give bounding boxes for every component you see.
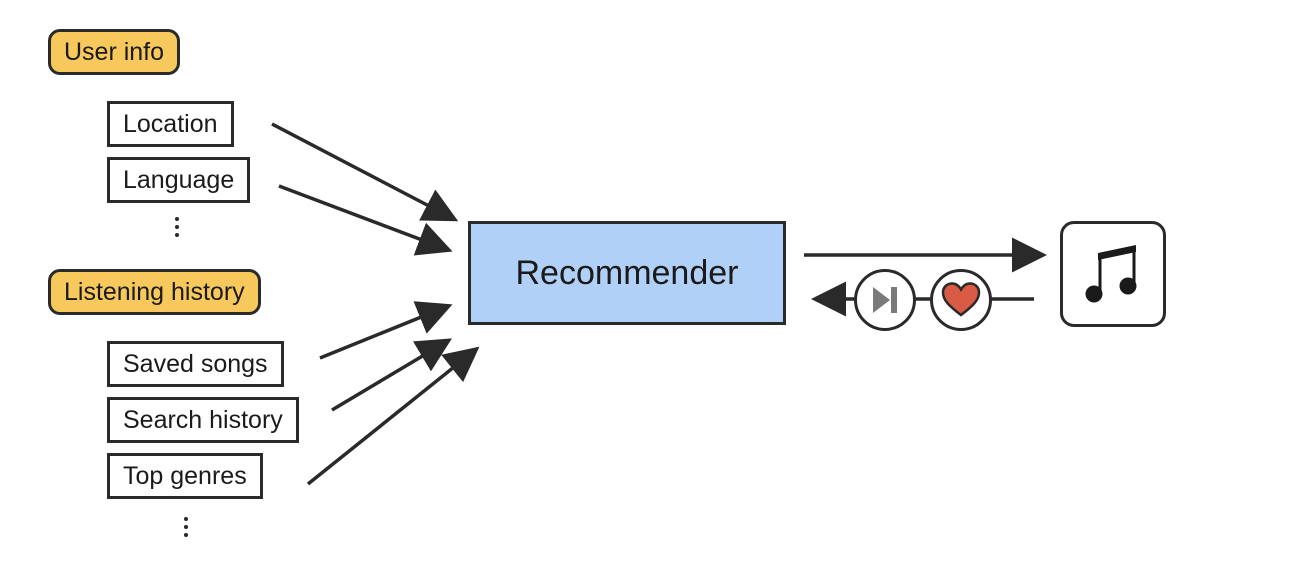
skip-icon	[873, 287, 897, 313]
language-box: Language	[107, 157, 251, 203]
listening-history-tag: Listening history	[48, 269, 261, 315]
arrow-search-history-to-recommender	[331, 338, 453, 412]
skip-feedback	[854, 269, 916, 331]
arrow-location-to-recommender	[271, 122, 459, 222]
recommended-song	[1060, 221, 1166, 327]
listening-history-more	[176, 517, 196, 541]
music-note-icon	[1085, 245, 1137, 303]
user-info-tag: User info	[48, 29, 181, 75]
like-feedback	[930, 269, 992, 331]
top-genres-box: Top genres	[107, 453, 263, 499]
arrow-top-genres-to-recommender	[306, 346, 480, 486]
location-box: Location	[107, 101, 234, 147]
arrow-saved-songs-to-recommender	[319, 301, 453, 360]
heart-icon	[941, 282, 981, 317]
recommender-label: Recommender	[515, 253, 739, 292]
search-history-box: Search history	[107, 397, 299, 443]
user-info-more	[167, 217, 187, 241]
arrow-language-to-recommender	[278, 184, 453, 256]
saved-songs-box: Saved songs	[107, 341, 284, 387]
recommender-box: Recommender	[468, 221, 786, 325]
